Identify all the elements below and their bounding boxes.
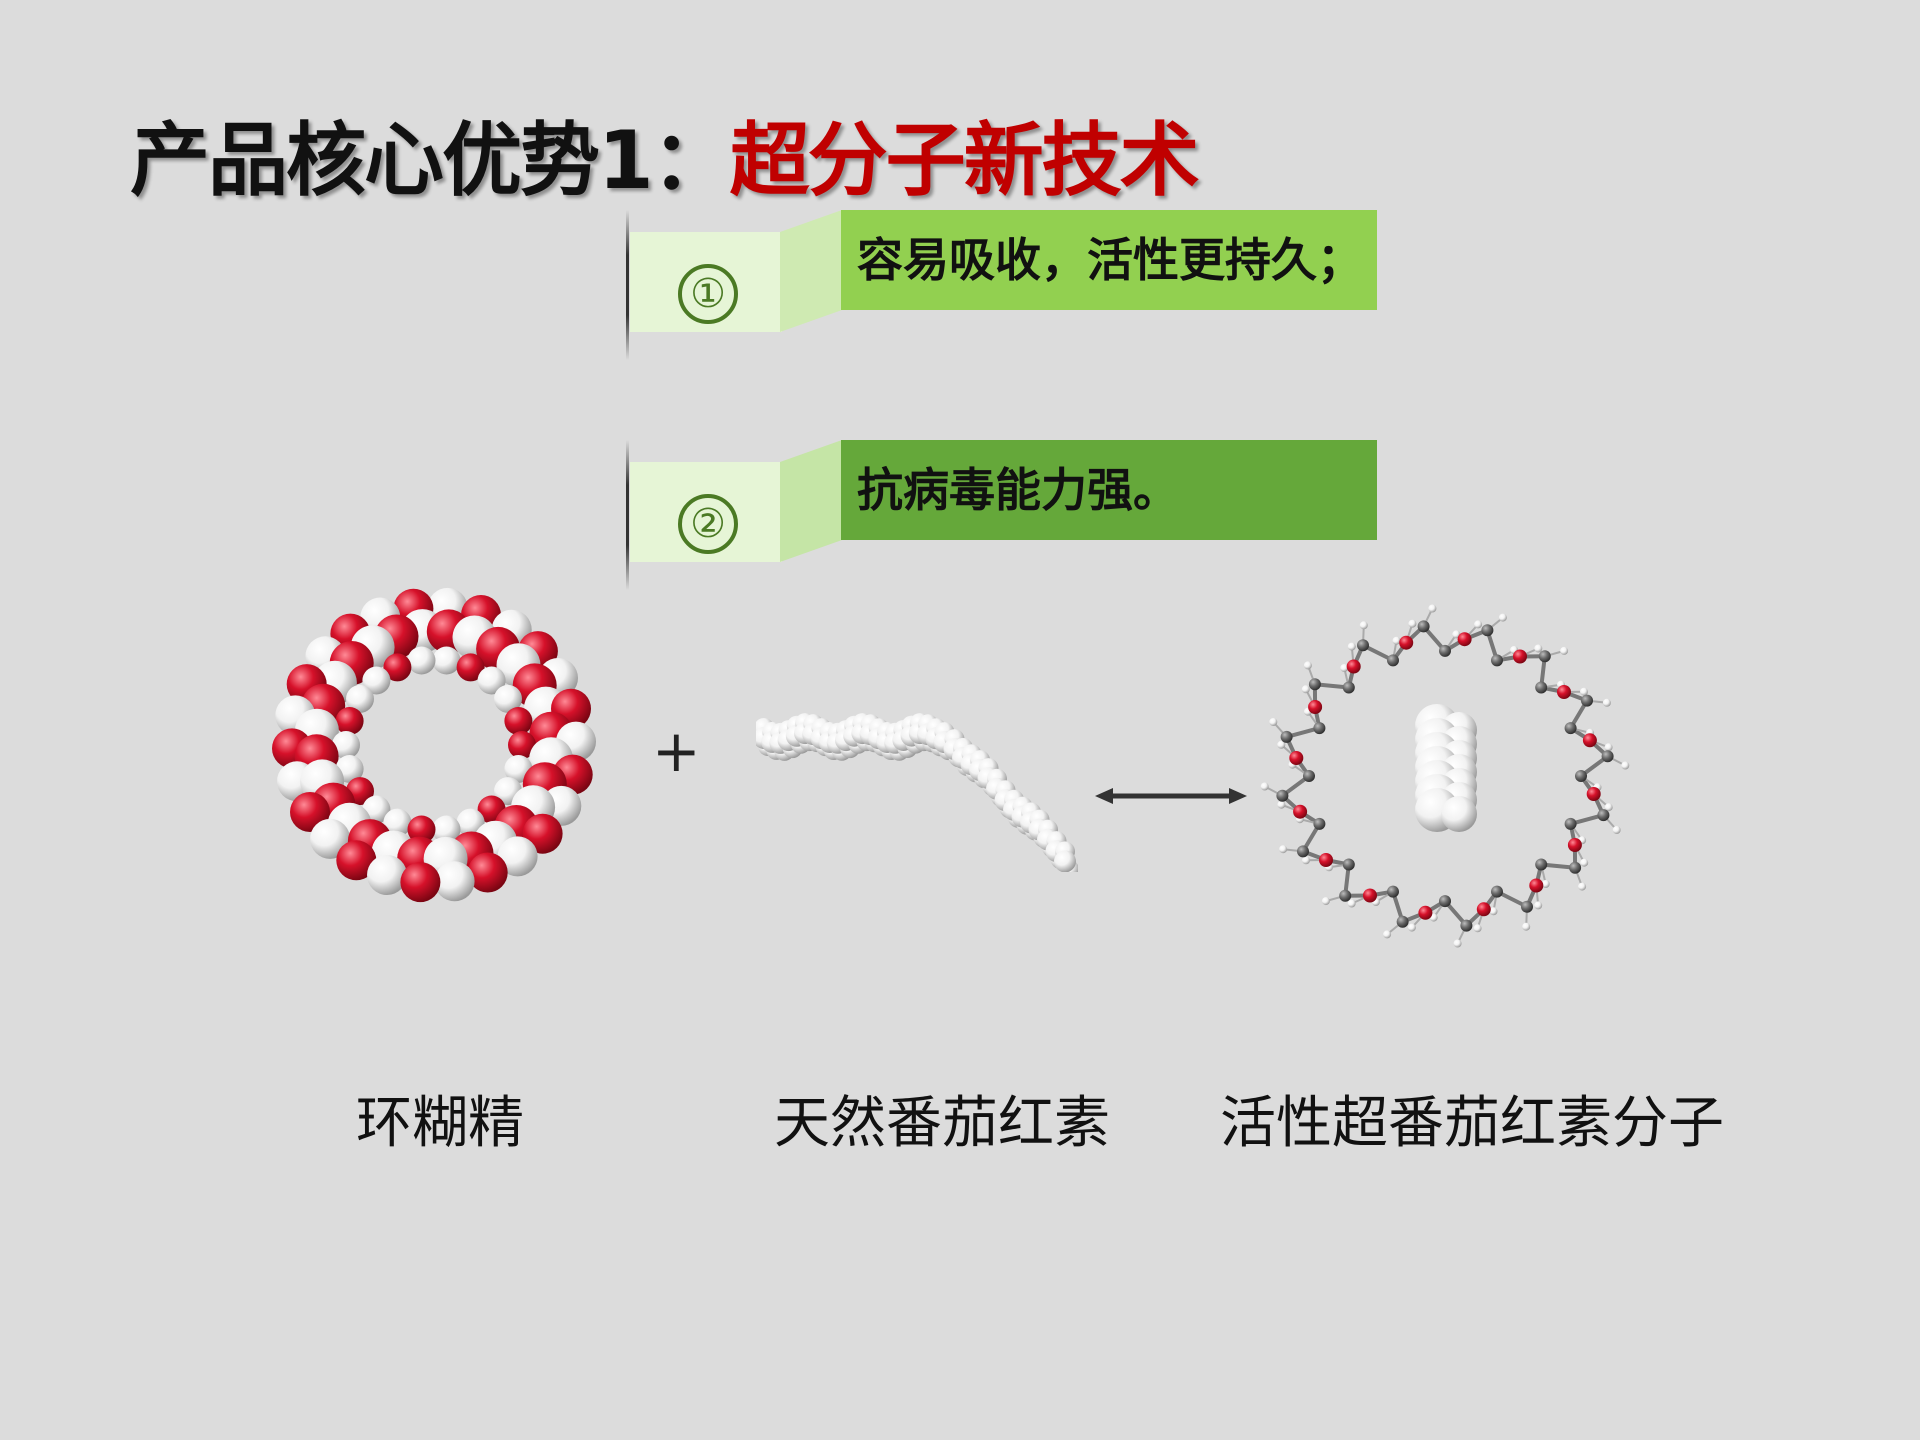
connector-shape [780, 210, 842, 332]
advantage-text-bar: 抗病毒能力强。 [841, 440, 1377, 540]
label-complex: 活性超番茄红素分子 [1220, 1091, 1724, 1156]
plus-sign: + [652, 717, 701, 785]
complex-molecule-image [1260, 604, 1630, 948]
advantage-point-2: ② 抗病毒能力强。 [620, 440, 1380, 590]
slide-title: 产品核心优势1：超分子新技术 [130, 96, 1200, 212]
number-box: ① [630, 232, 782, 332]
advantage-point-1: ① 容易吸收，活性更持久； [620, 210, 1380, 360]
divider-line [626, 210, 629, 360]
number-box: ② [630, 462, 782, 562]
advantage-text-bar: 容易吸收，活性更持久； [841, 210, 1377, 310]
cyclodextrin-molecule-image [272, 587, 596, 903]
circled-number-1: ① [678, 264, 738, 324]
title-prefix: 产品核心优势1： [130, 114, 732, 207]
divider-line [626, 440, 629, 590]
double-arrow-icon [1095, 788, 1247, 804]
label-cyclodextrin: 环糊精 [356, 1091, 524, 1156]
title-highlight: 超分子新技术 [729, 114, 1200, 207]
circled-number-2: ② [678, 494, 738, 554]
label-lycopene: 天然番茄红素 [774, 1091, 1110, 1156]
connector-shape [780, 440, 842, 562]
lycopene-molecule-image [756, 713, 1078, 872]
